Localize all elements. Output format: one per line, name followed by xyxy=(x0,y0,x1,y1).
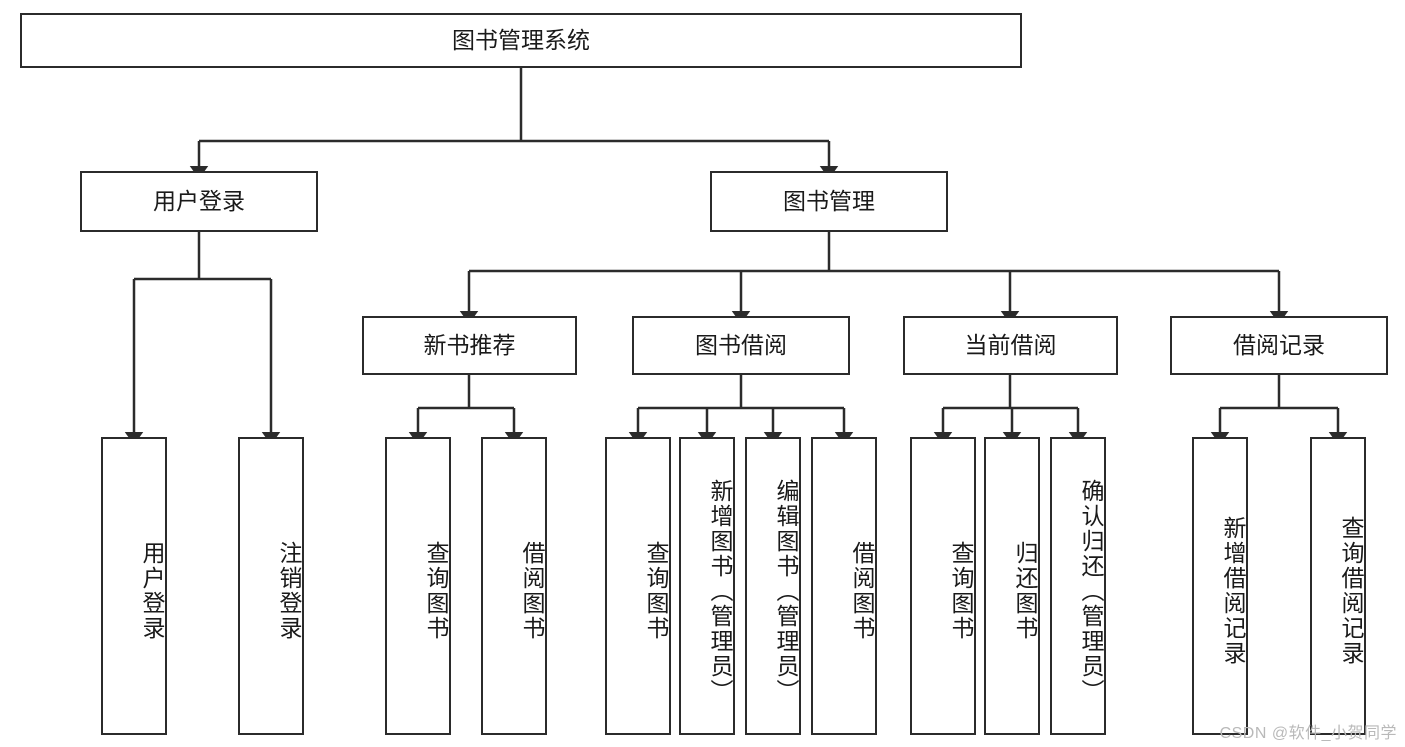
leaf-edit-book-label: 编辑图书（管理员） xyxy=(773,478,799,704)
leaf-borrow-book-label: 借阅图书 xyxy=(849,541,875,641)
leaf-user-login[interactable]: 用户登录 xyxy=(101,437,167,735)
node-root-label: 图书管理系统 xyxy=(452,26,590,53)
leaf-query-book-cur-label: 查询图书 xyxy=(948,541,974,641)
leaf-query-book-borrow-label: 查询图书 xyxy=(643,541,669,641)
node-book-manage[interactable]: 图书管理 xyxy=(710,171,948,232)
leaf-confirm-return[interactable]: 确认归还（管理员） xyxy=(1050,437,1106,735)
node-book-borrow[interactable]: 图书借阅 xyxy=(632,316,850,375)
leaf-logout-label: 注销登录 xyxy=(276,541,302,641)
leaf-borrow-book-rec[interactable]: 借阅图书 xyxy=(481,437,547,735)
leaf-add-record-label: 新增借阅记录 xyxy=(1220,516,1246,666)
leaf-return-book[interactable]: 归还图书 xyxy=(984,437,1040,735)
node-new-book-rec-label: 新书推荐 xyxy=(423,331,516,358)
leaf-add-book[interactable]: 新增图书（管理员） xyxy=(679,437,735,735)
leaf-query-book-borrow[interactable]: 查询图书 xyxy=(605,437,671,735)
node-root[interactable]: 图书管理系统 xyxy=(20,13,1022,68)
leaf-confirm-return-label: 确认归还（管理员） xyxy=(1078,478,1104,704)
leaf-return-book-label: 归还图书 xyxy=(1012,541,1038,641)
node-current-borrow[interactable]: 当前借阅 xyxy=(903,316,1118,375)
leaf-query-record-label: 查询借阅记录 xyxy=(1338,516,1364,666)
node-book-manage-label: 图书管理 xyxy=(783,187,875,214)
leaf-logout[interactable]: 注销登录 xyxy=(238,437,304,735)
node-user-login[interactable]: 用户登录 xyxy=(80,171,318,232)
node-borrow-record-label: 借阅记录 xyxy=(1233,331,1325,358)
leaf-add-book-label: 新增图书（管理员） xyxy=(707,478,733,704)
node-current-borrow-label: 当前借阅 xyxy=(964,331,1057,358)
leaf-query-record[interactable]: 查询借阅记录 xyxy=(1310,437,1366,735)
node-new-book-rec[interactable]: 新书推荐 xyxy=(362,316,577,375)
leaf-query-book-cur[interactable]: 查询图书 xyxy=(910,437,976,735)
leaf-query-book-rec-label: 查询图书 xyxy=(423,541,449,641)
leaf-add-record[interactable]: 新增借阅记录 xyxy=(1192,437,1248,735)
leaf-query-book-rec[interactable]: 查询图书 xyxy=(385,437,451,735)
leaf-borrow-book-rec-label: 借阅图书 xyxy=(519,541,545,641)
leaf-user-login-label: 用户登录 xyxy=(139,541,165,641)
node-user-login-label: 用户登录 xyxy=(153,187,245,214)
watermark: CSDN @软件_小贺同学 xyxy=(1219,725,1397,742)
node-book-borrow-label: 图书借阅 xyxy=(695,331,787,358)
leaf-edit-book[interactable]: 编辑图书（管理员） xyxy=(745,437,801,735)
node-borrow-record[interactable]: 借阅记录 xyxy=(1170,316,1388,375)
leaf-borrow-book[interactable]: 借阅图书 xyxy=(811,437,877,735)
